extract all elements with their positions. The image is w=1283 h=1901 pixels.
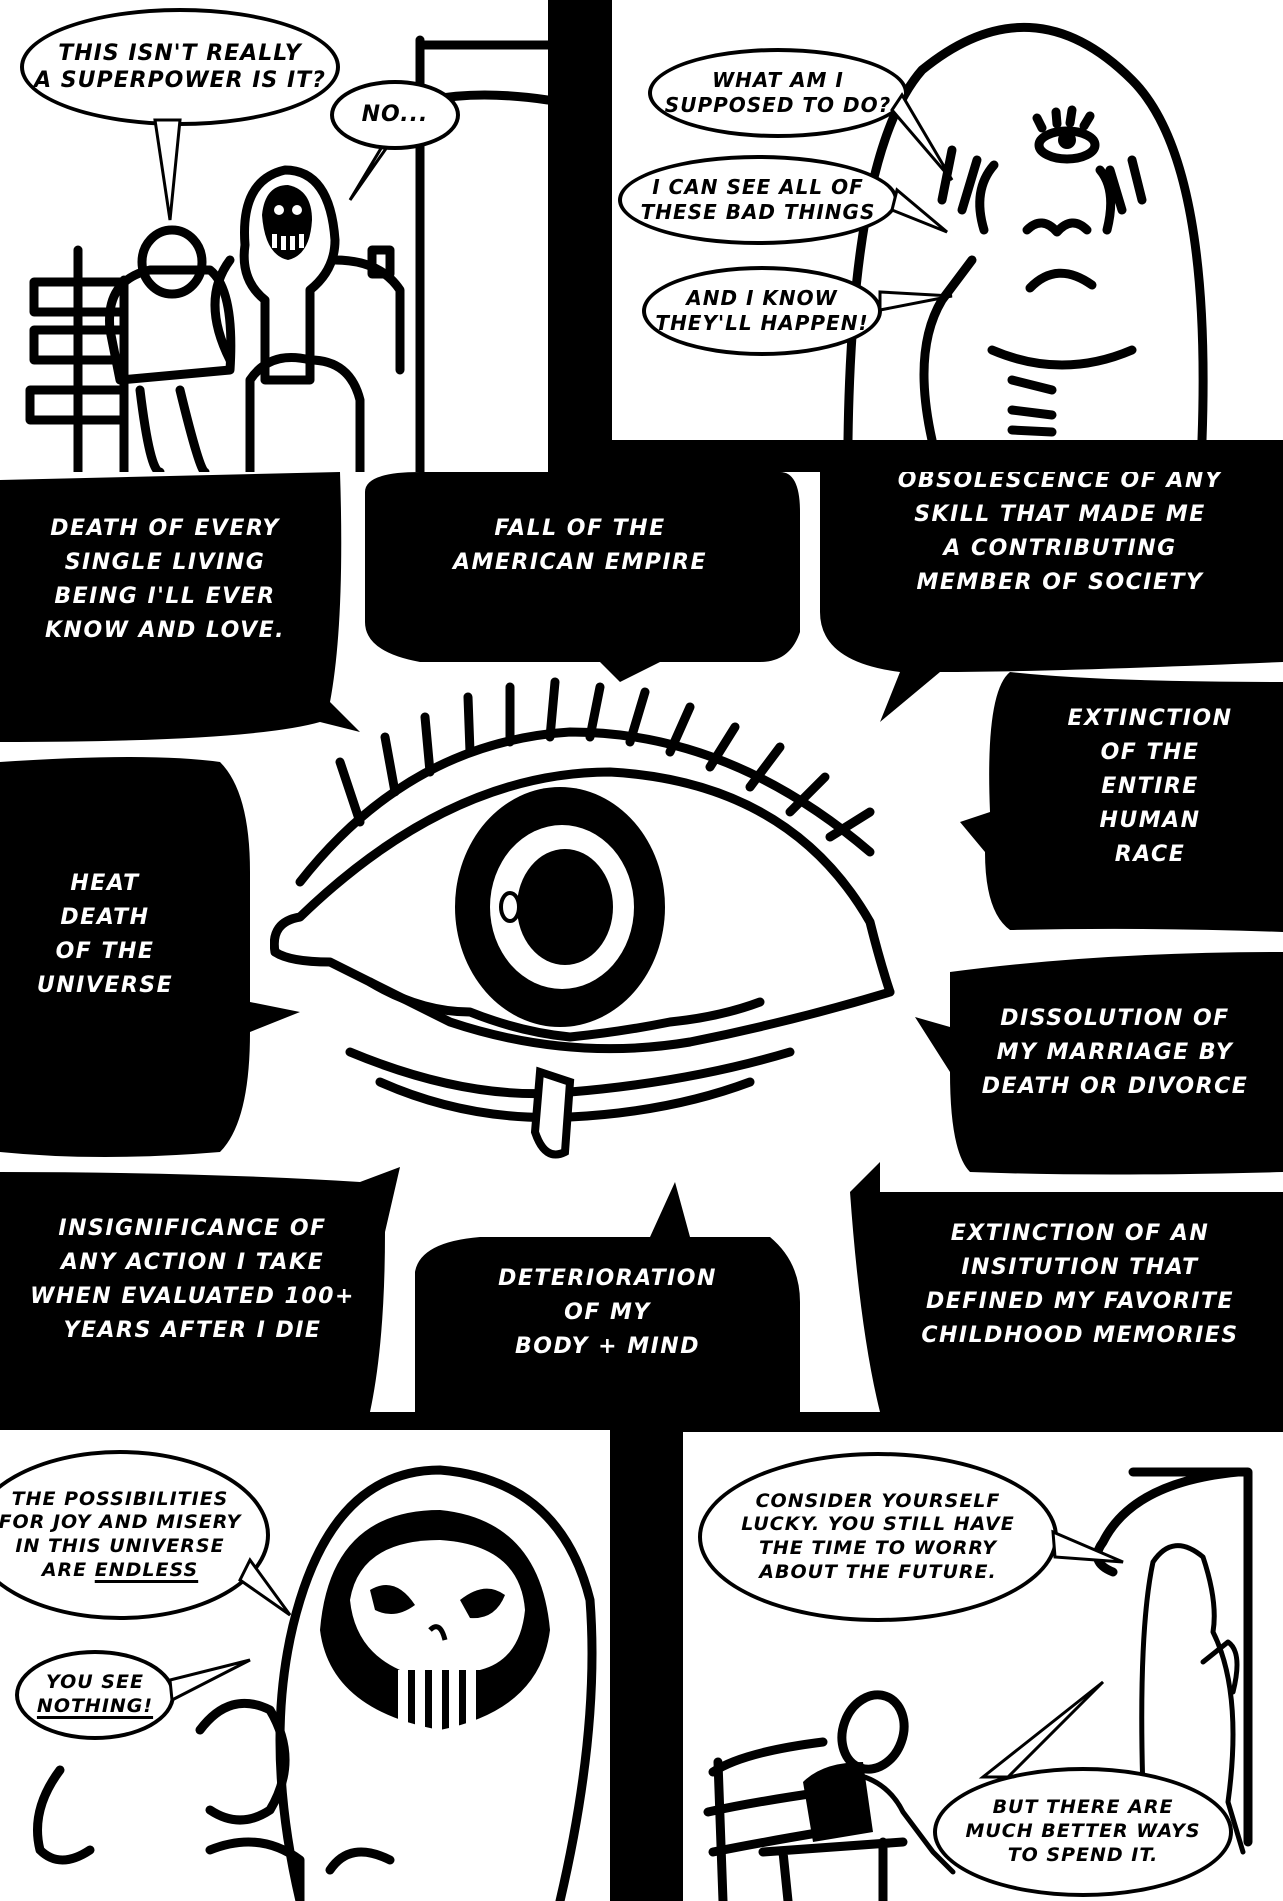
crying-eye-icon: [270, 677, 895, 1159]
balloon-insignificance: Insignificance of any action I take when…: [30, 1216, 355, 1344]
balloon-heat-death: Heat Death of the Universe: [36, 871, 174, 999]
panel-reaper-closeup: The possibilities for joy and misery in …: [0, 1430, 610, 1901]
speech-bubble-no: No...: [330, 80, 460, 150]
speech-bubble-what-to-do: What am I supposed to do?: [648, 48, 908, 138]
balloon-death-of-loved-ones: Death of every single living being I'll …: [44, 516, 285, 644]
center-background: [0, 472, 1283, 1412]
panel-third-eye-person: What am I supposed to do? I can see all …: [612, 0, 1283, 440]
speech-bubble-superpower: This isn't really a superpower is it?: [20, 8, 340, 126]
panel-center-eye: Death of every single living being I'll …: [0, 472, 1283, 1412]
balloon-insignificance-shape: [0, 1167, 400, 1412]
eyelashes: [295, 677, 875, 887]
balloon-obsolescence: Obsolescence of any skill that made me a…: [897, 472, 1223, 596]
emphasis-nothing: NOTHING!: [36, 1695, 154, 1717]
balloon-obsolescence-shape: [820, 472, 1283, 722]
speech-bubble-they-will-happen: and I know they'll happen!: [642, 266, 882, 356]
balloon-death-of-loved-ones-shape: [0, 472, 360, 742]
panel-reaper-walking-away: Consider yourself lucky. You still have …: [683, 1432, 1283, 1901]
balloon-fall-of-empire: Fall of the American Empire: [452, 516, 707, 576]
balloon-extinction-institution: Extinction of an insitution that defined…: [921, 1221, 1239, 1349]
balloon-extinction-human-race-shape: [960, 672, 1283, 932]
balloon-deterioration-shape: [415, 1182, 800, 1412]
reaper-closeup-illustration: [33, 1465, 597, 1901]
balloon-deterioration: Deterioration of my Body + Mind: [498, 1266, 717, 1360]
speech-tails-panel4: [978, 1529, 1124, 1779]
panel-bench-reaper: This isn't really a superpower is it? No…: [0, 0, 548, 472]
speech-tails-panel2: [878, 92, 954, 312]
balloon-dissolution-marriage-shape: [915, 952, 1283, 1175]
balloon-heat-death-shape: [0, 757, 300, 1157]
speech-bubble-possibilities: The possibilities for joy and misery in …: [0, 1450, 270, 1620]
balloon-extinction-human-race: Extinction of the entire human race: [1067, 706, 1233, 868]
speech-tails-panel3: [168, 1557, 292, 1703]
emphasis-endless: ENDLESS: [94, 1558, 199, 1581]
balloon-fall-of-empire-shape: [365, 472, 800, 682]
speech-bubble-consider-yourself-lucky: Consider yourself lucky. You still have …: [698, 1452, 1058, 1622]
speech-bubble-better-ways: But there are much better ways to spend …: [933, 1767, 1233, 1897]
speech-tails-panel1: [153, 98, 422, 221]
speech-bubble-bad-things: I can see all of these bad things: [618, 155, 898, 245]
balloon-extinction-institution-shape: [850, 1162, 1283, 1412]
reaper-walking-illustration: [703, 1467, 1253, 1901]
balloon-dissolution-marriage: Dissolution of my marriage by death or d…: [981, 1006, 1249, 1100]
speech-bubble-you-see-nothing: You see NOTHING!: [15, 1650, 175, 1740]
